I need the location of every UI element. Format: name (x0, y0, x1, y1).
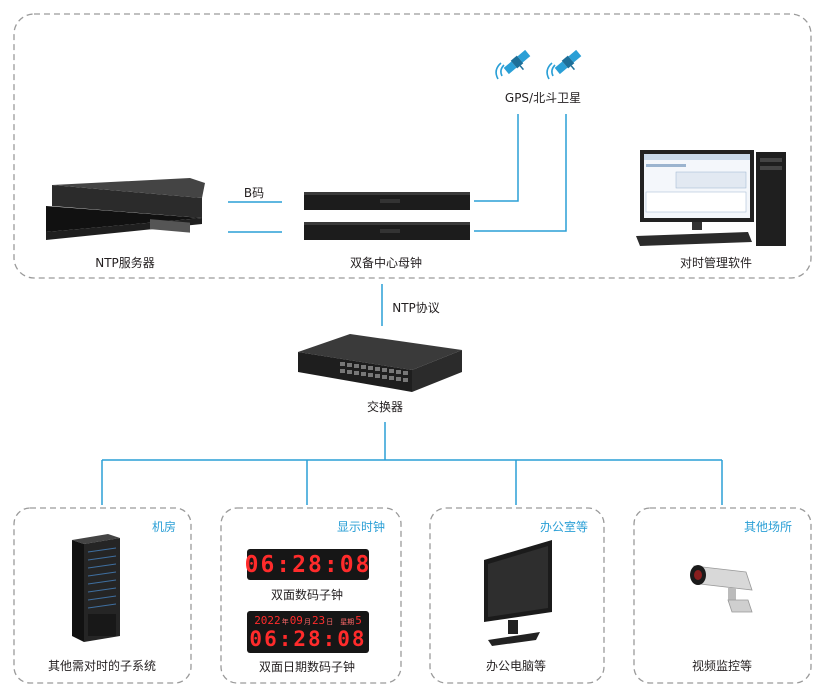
cctv-camera-device (690, 565, 753, 613)
ntp-server-label: NTP服务器 (95, 256, 155, 270)
satellite-signal-2 (546, 62, 556, 80)
digital-clock-display-2: 2022 年 09 月 23 日 星期 5 06:28:08 (247, 611, 369, 653)
ntp-server-device (46, 178, 205, 240)
category-office: 办公室等 (540, 520, 589, 534)
clock-2-month-unit: 月 (303, 617, 311, 626)
protocol-label: NTP协议 (392, 301, 440, 315)
category-server-room: 机房 (152, 520, 177, 534)
device-label-other: 视频监控等 (691, 659, 753, 673)
clock-2-year: 2022 (254, 613, 281, 627)
software-label: 对时管理软件 (679, 256, 753, 270)
master-clock-device-2 (304, 222, 470, 240)
satellite-label: GPS/北斗卫星 (504, 91, 582, 105)
digital-clock-display-1: 06:28:08 (244, 549, 372, 580)
satellite-feed-line-2 (474, 114, 567, 232)
device-label-server-room: 其他需对时的子系统 (47, 659, 157, 673)
satellite-signal-1 (495, 62, 505, 80)
network-switch-device (298, 334, 462, 392)
device-label-office: 办公电脑等 (485, 659, 547, 673)
management-computer (636, 150, 786, 246)
master-clock-device-1 (304, 192, 470, 210)
time-source-group-frame (13, 13, 812, 279)
category-display-clock: 显示时钟 (337, 520, 386, 534)
satellite-feed-line-1 (474, 114, 519, 202)
master-clock-label: 双备中心母钟 (349, 256, 423, 270)
branch-frame-other (633, 507, 812, 684)
office-monitor-device (484, 540, 552, 646)
clock-2-time: 06:28:08 (249, 626, 367, 651)
clock-2-weekday: 5 (355, 613, 362, 627)
clock-2-day-unit: 日 (326, 617, 334, 626)
clock-2-month: 09 (289, 613, 303, 627)
satellite-icon-1 (503, 49, 531, 75)
branch-frame-office (429, 507, 605, 684)
branch-frame-display-clock (220, 507, 402, 684)
clock-2-year-unit: 年 (281, 617, 289, 626)
clock-1-time: 06:28:08 (244, 551, 372, 578)
device-label-date-clock: 双面日期数码子钟 (258, 660, 356, 674)
b-code-label: B码 (243, 186, 265, 200)
category-other: 其他场所 (744, 520, 793, 534)
satellite-icon-2 (554, 49, 582, 75)
clock-2-weekday-label: 星期 (340, 617, 355, 626)
clock-2-day: 23 (311, 613, 326, 627)
switch-label: 交换器 (366, 400, 404, 414)
server-rack-device (72, 534, 120, 642)
branch-frame-server-room (13, 507, 192, 684)
device-label-display-clock: 双面数码子钟 (270, 588, 344, 602)
